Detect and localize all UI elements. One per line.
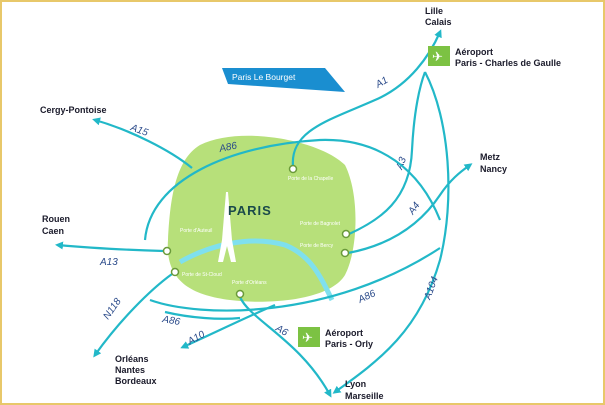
porte-chapelle-node (288, 164, 298, 174)
porte-label: Porte de Bagnolet (300, 221, 341, 227)
road-a13 (55, 241, 165, 253)
dest-orleans: Orléans (115, 354, 149, 364)
dest-calais: Calais (425, 17, 452, 27)
road-label-a13: A13 (99, 257, 118, 268)
dest-marseille: Marseille (345, 391, 384, 401)
porte-label: Porte de St-Cloud (182, 272, 222, 278)
porte-label: Porte d'Orléans (232, 280, 267, 286)
road-a10 (180, 303, 276, 349)
porte-bercy-node (340, 248, 350, 258)
airplane-icon: ✈ (298, 327, 320, 347)
road-label-n118: N118 (101, 296, 124, 322)
dest-lyon: Lyon (345, 379, 366, 389)
city-label: PARIS (228, 203, 272, 218)
dest-nancy: Nancy (480, 164, 507, 174)
dest-lille: Lille (425, 6, 443, 16)
road-label-a86s: A86 (356, 288, 378, 306)
dest-cdg-2: Paris - Charles de Gaulle (455, 58, 561, 68)
road-label-a86n: A86 (217, 140, 238, 155)
porte-orleans-node (235, 289, 245, 299)
porte-label: Porte d'Auteuil (180, 228, 212, 234)
porte-st-cloud-node (170, 267, 180, 277)
dest-orly-2: Paris - Orly (325, 339, 373, 349)
eiffel-tower-icon (218, 192, 236, 262)
seine-river (178, 238, 335, 302)
road-label-a4: A4 (406, 200, 423, 218)
road-label-a6: A6 (273, 323, 290, 339)
road-a86n (143, 138, 442, 241)
dest-cergy: Cergy-Pontoise (40, 105, 107, 115)
road-a104 (332, 71, 450, 394)
road-a6 (238, 296, 332, 398)
svg-text:Paris Le Bourget: Paris Le Bourget (232, 72, 296, 82)
svg-text:✈: ✈ (302, 330, 313, 345)
dest-cdg-1: Aéroport (455, 47, 493, 57)
road-a86e (164, 310, 241, 320)
road-n118 (93, 273, 173, 358)
road-a86s (149, 247, 441, 312)
road-label-a86e: A86 (160, 314, 181, 328)
porte-label: Porte de la Chapelle (288, 176, 334, 182)
airplane-icon: ✈ (428, 46, 450, 66)
dest-orly-1: Aéroport (325, 328, 363, 338)
porte-bagnolet-node (341, 229, 351, 239)
road-a4 (347, 163, 473, 255)
road-label-a104: A104 (422, 275, 441, 302)
svg-text:✈: ✈ (432, 49, 443, 64)
le-bourget-banner: Paris Le Bourget (222, 68, 345, 92)
dest-nantes: Nantes (115, 365, 145, 375)
road-a3 (348, 71, 427, 236)
dest-metz: Metz (480, 152, 500, 162)
road-a15 (92, 117, 193, 169)
dest-rouen: Rouen (42, 214, 70, 224)
dest-bordeaux: Bordeaux (115, 376, 157, 386)
porte-label: Porte de Bercy (300, 243, 334, 249)
dest-caen: Caen (42, 226, 64, 236)
porte-auteuil-node (162, 246, 172, 256)
road-label-a1: A1 (373, 75, 390, 91)
